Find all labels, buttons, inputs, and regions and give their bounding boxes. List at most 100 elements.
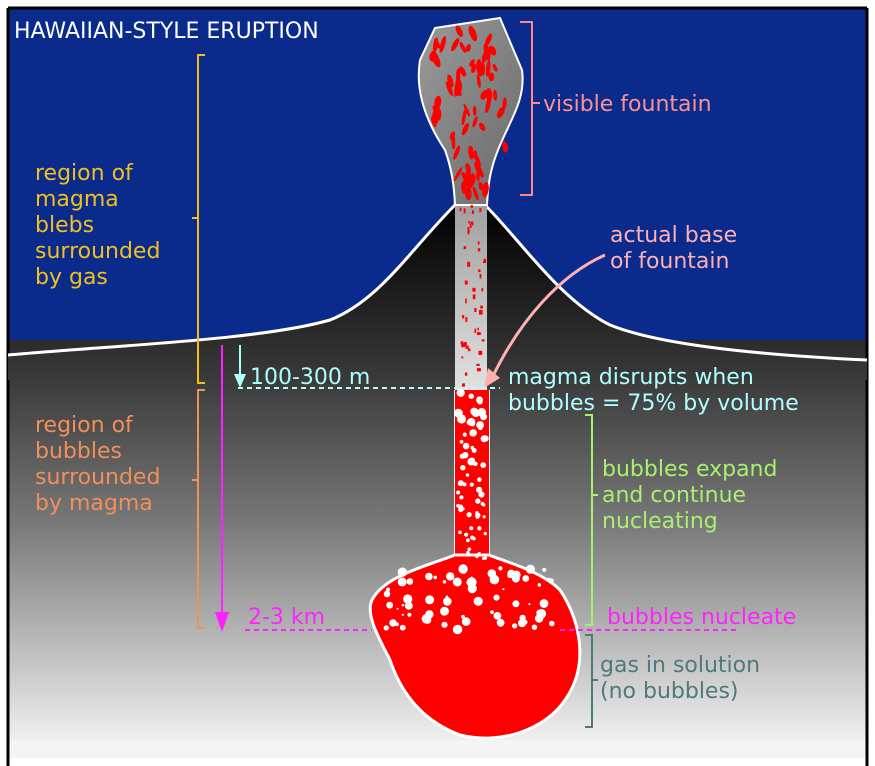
gas-bubble [459, 495, 463, 499]
gas-bubble [522, 575, 529, 582]
gas-bubble [535, 614, 543, 622]
gas-bubble [474, 597, 483, 606]
ground-bottom [8, 740, 867, 758]
gas-bubble [477, 477, 482, 482]
blebs-region-label-3: blebs [35, 213, 94, 238]
magma-bleb [474, 308, 476, 312]
disrupt-label-1: magma disrupts when [508, 365, 754, 390]
gas-bubble [433, 576, 437, 580]
magma-bleb [479, 208, 481, 212]
gas-bubble [466, 551, 469, 554]
gas-bubble [457, 389, 465, 397]
magma-bleb [477, 328, 479, 331]
magma-bleb [462, 315, 464, 318]
gas-bubble [482, 463, 486, 467]
gas-bubble [470, 483, 474, 487]
gas-bubble [440, 607, 449, 616]
magma-bleb [465, 299, 467, 304]
gas-bubble [467, 577, 477, 587]
gas-bubble [477, 526, 481, 530]
gas-bubble [497, 619, 505, 627]
gas-bubble [532, 625, 537, 630]
gas-bubble [477, 422, 480, 425]
gas-bubble [538, 583, 542, 587]
gas-bubble [398, 568, 407, 577]
gas-bubble [422, 614, 432, 624]
blebs-region-label-5: by gas [35, 265, 108, 290]
gas-bubble [526, 565, 535, 574]
gas-bubble [463, 443, 470, 450]
magma-bleb [484, 259, 487, 261]
magma-bleb [482, 288, 484, 292]
gas-bubble [512, 623, 517, 628]
gas-bubble [384, 591, 391, 598]
gas-bubble [475, 555, 478, 558]
expand-label-1: bubbles expand [602, 457, 777, 482]
gas-bubble [512, 571, 520, 579]
gas-bubble [467, 418, 475, 426]
blebs-region-label-2: magma [35, 187, 119, 212]
magma-bleb [467, 262, 470, 267]
gas-bubble [542, 568, 546, 572]
magma-bleb [477, 332, 481, 335]
gas-bubble [512, 600, 519, 607]
gas-bubble [528, 603, 530, 605]
gas-bubble [456, 491, 460, 495]
gas-bubble [484, 532, 487, 535]
gas-bubble [549, 578, 554, 583]
magma-bleb [480, 306, 483, 309]
gas-bubble [490, 610, 494, 614]
gas-bubble [467, 512, 472, 517]
magma-bleb [489, 73, 495, 82]
gas-bubble [397, 608, 399, 610]
gas-bubble [407, 613, 411, 617]
magma-bleb [483, 261, 486, 263]
magma-bleb [460, 208, 462, 212]
magma-bleb [472, 288, 475, 292]
magma-bleb [462, 383, 465, 386]
magma-bleb [482, 339, 485, 341]
gas-bubble [476, 516, 479, 519]
gas-bubble [466, 538, 470, 542]
magma-bleb [468, 221, 470, 223]
gas-bubble [464, 533, 468, 537]
gas-bubble [488, 569, 497, 578]
gas-bubble [470, 408, 478, 416]
magma-bleb [475, 329, 477, 333]
gas-bubble [519, 615, 525, 621]
gas-bubble [453, 578, 462, 587]
gas-bubble [478, 426, 482, 430]
gas-bubble [468, 547, 472, 551]
gas-bubble [466, 582, 468, 584]
magma-bleb [471, 205, 473, 208]
gas-bubble [463, 433, 467, 437]
gas-bubble [443, 580, 447, 584]
gas-bubble [462, 452, 468, 458]
gas-bubble [481, 502, 485, 506]
gas-bubble [478, 552, 481, 555]
blebs-region-label-1: region of [35, 161, 134, 186]
gas-bubble [384, 625, 389, 630]
gas-bubble [466, 473, 470, 477]
depth-deep-label: 2-3 km [248, 605, 325, 630]
solution-label-2: (no bubbles) [600, 679, 739, 704]
gas-bubble [463, 571, 466, 574]
magma-bleb [478, 248, 480, 251]
magma-bleb [479, 310, 483, 315]
gas-bubble [453, 625, 463, 635]
gas-bubble [458, 507, 463, 512]
gas-bubble [476, 487, 482, 493]
gas-bubble [469, 526, 473, 530]
magma-bleb [478, 241, 480, 244]
expand-label-2: and continue [602, 483, 746, 508]
gas-bubble [549, 621, 555, 627]
gas-bubble [482, 557, 485, 560]
magma-bleb [479, 351, 483, 355]
magma-bleb [476, 364, 479, 366]
bubbles-region-label-4: by magma [35, 491, 153, 516]
gas-bubble [403, 594, 412, 603]
gas-bubble [389, 619, 396, 626]
gas-bubble [446, 572, 454, 580]
gas-bubble [483, 415, 487, 419]
